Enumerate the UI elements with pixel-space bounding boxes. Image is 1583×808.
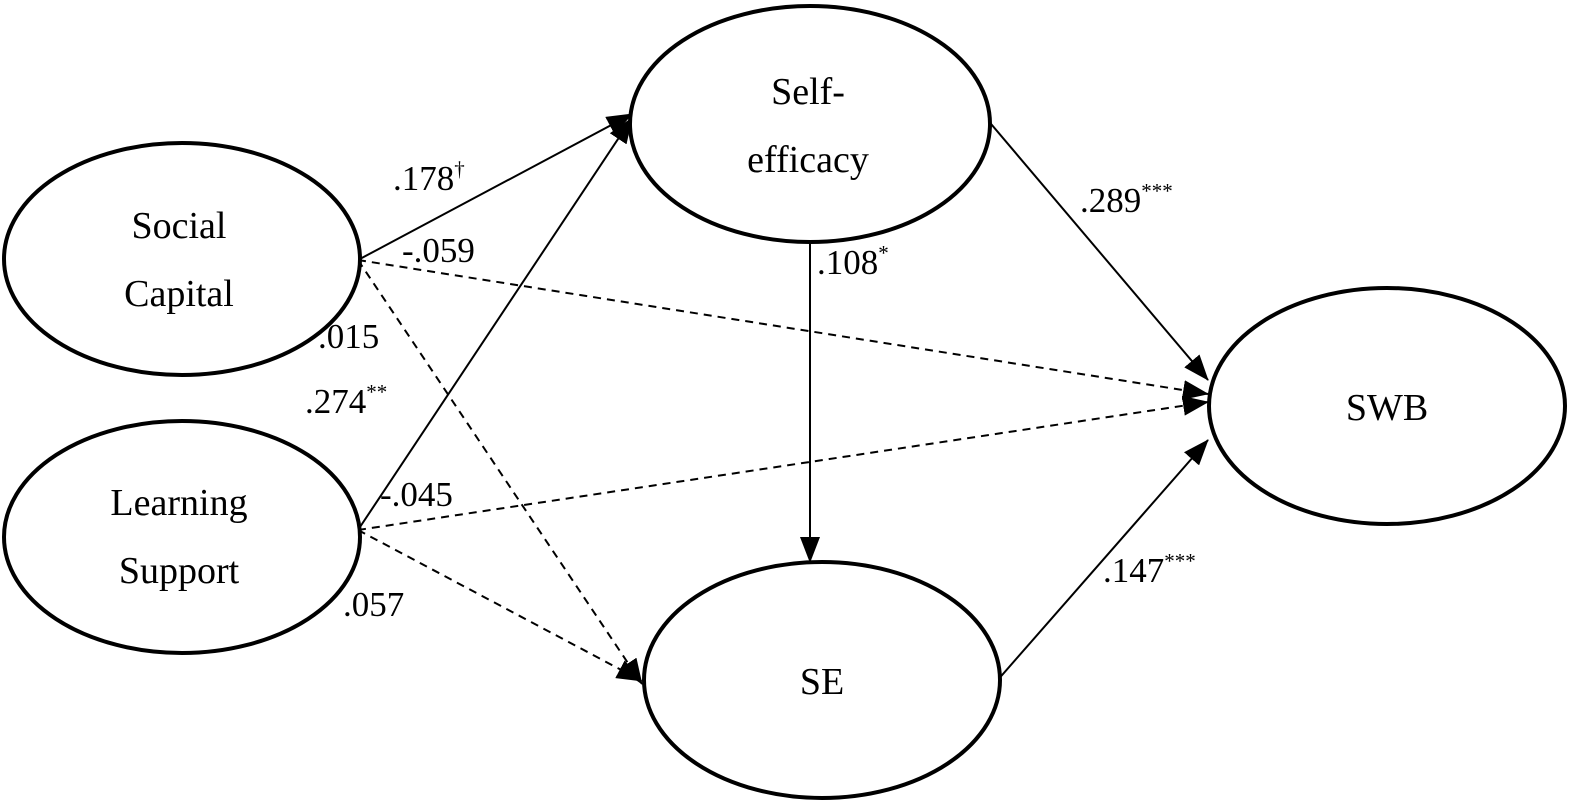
node-learning-support: Learning Support: [2, 419, 362, 655]
coef-sc-swb: -.059: [402, 231, 475, 270]
coef-ls-self-efficacy: .274**: [305, 380, 387, 421]
coef-self-efficacy-se: .108*: [817, 241, 889, 282]
node-self-efficacy: Self- efficacy: [628, 4, 992, 244]
social-capital-label-line1: Social: [132, 205, 227, 247]
edge-social-capital-to-se: [357, 259, 643, 685]
coef-sc-se: .015: [318, 317, 379, 356]
node-social-capital: Social Capital: [2, 141, 362, 377]
coef-sc-self-efficacy: .178†: [393, 157, 465, 198]
learning-support-label-line2: Support: [119, 550, 240, 592]
coef-self-efficacy-swb: .289***: [1080, 179, 1173, 220]
node-se: SE: [642, 560, 1002, 800]
coef-ls-se: .057: [343, 585, 404, 624]
node-swb: SWB: [1207, 286, 1567, 526]
self-efficacy-label-line1: Self-: [771, 71, 845, 113]
edge-learning-support-to-swb: [357, 395, 1209, 531]
swb-label: SWB: [1346, 387, 1428, 429]
edge-learning-support-to-se: [357, 529, 643, 682]
coef-se-swb: .147***: [1103, 549, 1196, 590]
edge-social-capital-to-swb: [357, 259, 1209, 400]
se-label: SE: [800, 661, 844, 703]
self-efficacy-label-line2: efficacy: [747, 139, 869, 181]
edge-learning-support-to-self-efficacy: [357, 117, 633, 531]
coef-ls-swb: -.045: [380, 475, 453, 514]
edge-self-efficacy-to-swb: [985, 117, 1209, 381]
learning-support-label-line1: Learning: [110, 482, 247, 524]
edge-social-capital-to-self-efficacy: [357, 113, 633, 261]
social-capital-label-line2: Capital: [124, 273, 234, 315]
edge-se-to-swb: [995, 439, 1209, 683]
